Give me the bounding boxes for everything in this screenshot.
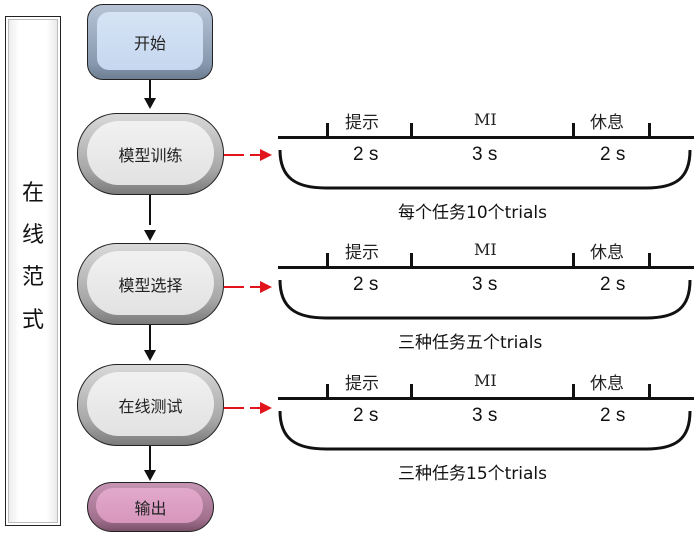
timeline-tick [410,384,413,398]
phase-duration: 3 s [472,144,498,165]
phase-duration: 2 s [600,274,626,295]
arrow-right-icon [260,281,272,293]
arrow-down-icon [144,470,156,481]
phase-label-rest: 休息 [590,243,624,263]
phase-duration: 2 s [353,274,379,295]
timeline-tick [648,384,651,398]
timeline-axis [278,136,694,139]
timeline-tick [572,123,575,137]
start-label: 开始 [133,34,166,53]
phase-label-rest: 休息 [590,113,624,133]
timeline-tick [410,253,413,267]
timeline-tick [326,253,329,267]
online-paradigm-panel: 在 线 范 式 [5,16,61,526]
phase-duration: 2 s [353,405,379,426]
phase-label-cue: 提示 [345,243,379,263]
flow-arrow-line [149,446,151,470]
panel-char: 范 [21,265,44,290]
red-dashed-arrow [224,154,260,156]
phase-label-cue: 提示 [345,113,379,133]
phase-duration: 3 s [472,405,498,426]
phase-duration: 2 s [600,144,626,165]
trial-brace [278,279,692,320]
arrow-right-icon [260,402,272,414]
trial-timeline: 提示 MI 休息 2 s 3 s 2 s [278,371,694,465]
flow-arrow-line [149,80,151,100]
output-node: 输出 [87,482,214,532]
online-test-node: 在线测试 [77,364,224,446]
phase-label-mi: MI [474,240,497,259]
timeline-tick [326,384,329,398]
trial-caption: 三种任务15个trials [398,464,548,484]
step-label: 模型训练 [118,146,183,165]
panel-char: 式 [21,308,44,333]
arrow-down-icon [144,98,156,109]
trial-brace [278,410,692,451]
timeline-axis [278,397,694,400]
arrow-down-icon [144,350,156,361]
phase-label-mi: MI [474,371,497,390]
model-training-node: 模型训练 [77,113,224,195]
phase-label-mi: MI [474,110,497,129]
timeline-tick [648,123,651,137]
phase-duration: 3 s [472,274,498,295]
flow-arrow-line [149,325,151,350]
arrow-right-icon [260,149,272,161]
timeline-tick [572,384,575,398]
step-label: 模型选择 [118,276,183,295]
flow-arrow-line [149,195,151,225]
timeline-tick [572,253,575,267]
arrow-down-icon [144,230,156,241]
phase-label-cue: 提示 [345,374,379,394]
timeline-tick [326,123,329,137]
timeline-tick [410,123,413,137]
panel-char: 在 [21,181,44,206]
trial-brace [278,149,692,190]
trial-caption: 三种任务五个trials [398,333,543,353]
red-dashed-arrow [224,407,260,409]
phase-duration: 2 s [600,405,626,426]
red-dashed-arrow [224,286,260,288]
start-node: 开始 [87,4,213,80]
end-label: 输出 [134,499,167,518]
timeline-tick [648,253,651,267]
trial-timeline: 提示 MI 休息 2 s 3 s 2 s [278,110,694,204]
timeline-axis [278,266,694,269]
phase-label-rest: 休息 [590,374,624,394]
phase-duration: 2 s [353,144,379,165]
panel-char: 线 [21,223,44,248]
model-selection-node: 模型选择 [77,243,224,325]
trial-timeline: 提示 MI 休息 2 s 3 s 2 s [278,240,694,334]
step-label: 在线测试 [118,397,183,416]
trial-caption: 每个任务10个trials [398,203,548,223]
